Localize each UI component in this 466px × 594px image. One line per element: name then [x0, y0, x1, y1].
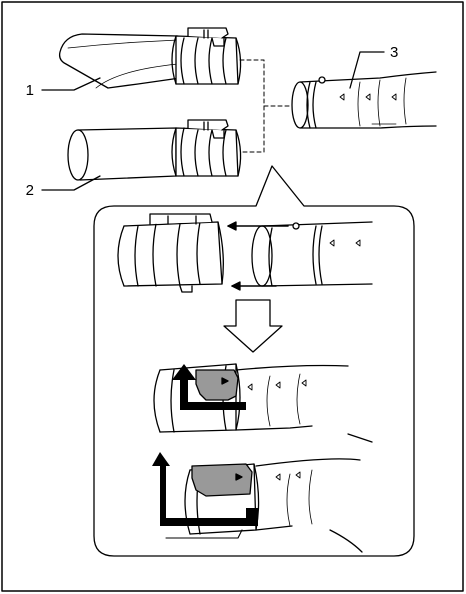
step-rotate-to-lock [152, 452, 363, 553]
callout-label-3: 3 [390, 44, 398, 61]
step-press-latch [153, 363, 373, 443]
flat-nozzle [58, 27, 242, 89]
down-arrow-icon [223, 299, 283, 353]
step-align-and-slide [117, 213, 373, 293]
callout-line-3 [349, 51, 385, 89]
lock-arrow-icon [172, 364, 246, 410]
dashed-connector [239, 59, 301, 153]
callout-label-2: 2 [26, 182, 34, 199]
callout-line-2 [41, 175, 101, 191]
callout-label-1: 1 [26, 82, 34, 99]
blower-pipe [291, 71, 437, 129]
round-nozzle [67, 119, 242, 181]
callout-line-1 [41, 77, 101, 91]
latch-grey [195, 369, 239, 401]
